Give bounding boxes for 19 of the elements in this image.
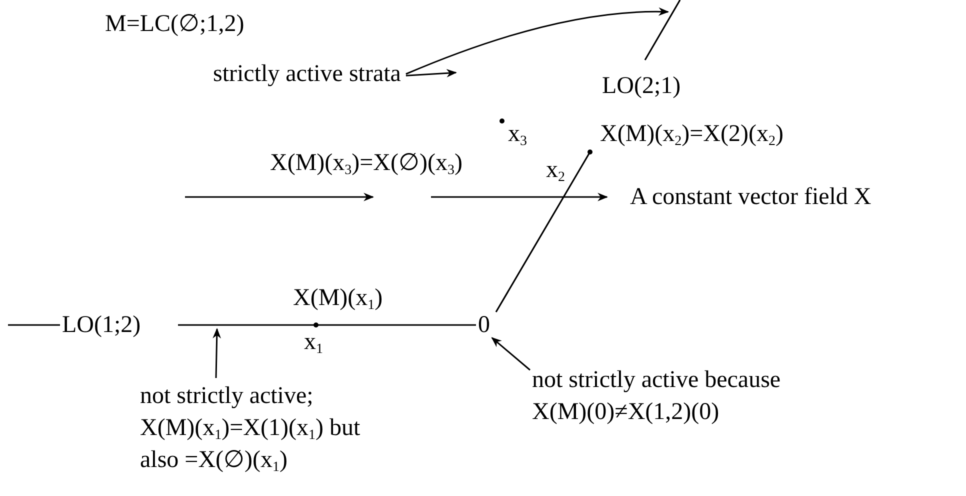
point-label: 0 [478,309,490,341]
annotation-text: strictly active strata [213,58,401,90]
math-label: X(M)(x$_{3}$)=X(∅)(x$_{3}$) [270,149,462,179]
math-label: A constant vector field X [630,183,872,212]
math-label: x$_{3}$ [508,120,527,150]
annotation-text: not strictly active; X(M)(x$_{1}$)=X(1)(x$_{1}$) but also =X(∅)(x$_{1}$) [140,380,402,476]
math-label: X(M)(x$_{2}$)=X(2)(x$_{2}$) [600,120,784,150]
math-label: x$_{1}$ [304,328,323,358]
math-label: LO(1;2) [62,311,141,340]
arrow [491,337,530,371]
math-label: LO(2;1) [602,72,681,101]
math-label: x$_{2}$ [546,156,565,186]
math-label: M=LC(∅;1,2) [105,10,244,39]
arrow [406,68,457,78]
math-label: X(M)(x$_{1}$) [293,284,383,314]
stratum-line [8,324,476,326]
annotation-text: not strictly active because X(M)(0)≠X(1,2)(0) [532,364,807,428]
arrow [212,328,222,378]
curved-arrow [406,8,670,75]
